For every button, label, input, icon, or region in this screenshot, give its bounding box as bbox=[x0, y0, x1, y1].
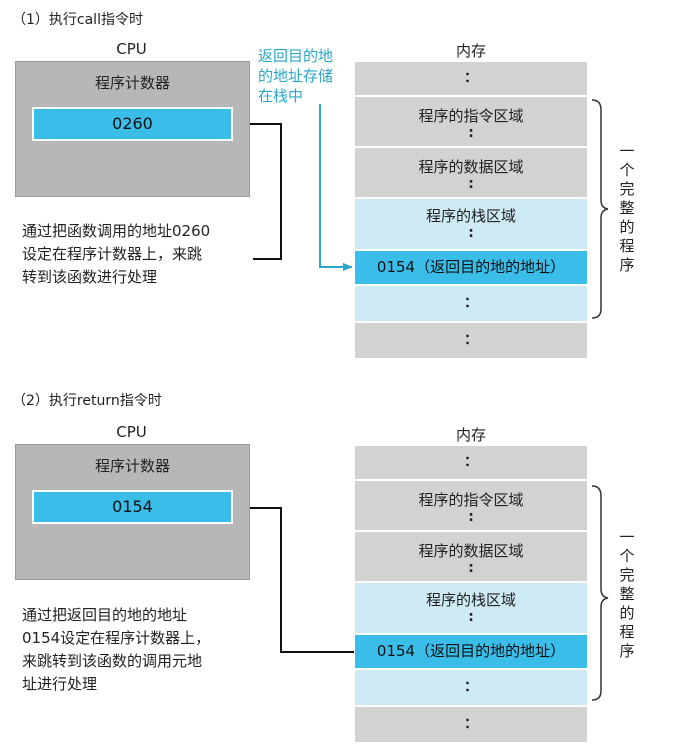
brace-1 bbox=[591, 99, 609, 319]
memory-2-data-label: 程序的数据区域 bbox=[418, 542, 524, 560]
description-2: 通过把返回目的地的地址 0154设定在程序计数器上， 来跳转到该函数的调用元地 … bbox=[22, 604, 262, 696]
program-counter-label-1: 程序计数器 bbox=[94, 74, 170, 92]
stack-note-line-2: 的地址存储 bbox=[258, 67, 334, 85]
memory-2-dots-stack-end: ： bbox=[355, 670, 587, 705]
description-1: 通过把函数调用的地址0260 设定在程序计数器上，来跳 转到该函数进行处理 bbox=[22, 220, 262, 289]
memory-1-return-address: 0154（返回目的地的地址） bbox=[355, 251, 587, 284]
memory-1-data-label: 程序的数据区域 bbox=[418, 158, 524, 176]
memory-1-dots-stack-end: ： bbox=[355, 286, 587, 321]
call-arrow bbox=[237, 120, 282, 260]
program-counter-register-1: 0260 bbox=[32, 107, 233, 141]
label-1-char: 一 bbox=[619, 142, 635, 160]
memory-2-dots-bottom: ： bbox=[355, 707, 587, 742]
cpu-title-1: CPU bbox=[116, 40, 147, 58]
memory-2-data-dots: : bbox=[468, 560, 474, 576]
memory-1-dots-bottom: ： bbox=[355, 323, 587, 358]
complete-program-label-2: 一 个 完 整 的 程 序 bbox=[618, 528, 636, 661]
memory-2-instruction-dots: : bbox=[468, 509, 474, 525]
label-2-char: 个 bbox=[619, 547, 635, 565]
memory-1-instruction-area: 程序的指令区域 : bbox=[355, 97, 587, 146]
memory-2-stack-area: 程序的栈区域 : bbox=[355, 583, 587, 633]
label-1-char: 整 bbox=[619, 199, 635, 217]
description-2-line-1: 通过把返回目的地的地址 bbox=[22, 606, 188, 624]
description-2-line-3: 来跳转到该函数的调用元地 bbox=[22, 652, 203, 670]
memory-1-data-dots: : bbox=[468, 176, 474, 192]
section-2-title: （2）执行return指令时 bbox=[12, 393, 162, 409]
memory-1-instruction-label: 程序的指令区域 bbox=[418, 107, 524, 125]
memory-1-stack-area: 程序的栈区域 : bbox=[355, 199, 587, 249]
memory-1-stack-label: 程序的栈区域 bbox=[425, 207, 516, 225]
brace-2 bbox=[591, 485, 609, 701]
cpu-box-1: 程序计数器 0260 bbox=[15, 61, 250, 197]
memory-2-stack-dots: : bbox=[468, 609, 474, 625]
label-2-char: 整 bbox=[619, 585, 635, 603]
memory-1-dots-top: ： bbox=[355, 62, 587, 95]
label-1-char: 程 bbox=[619, 237, 635, 255]
section-1-title: （1）执行call指令时 bbox=[12, 12, 143, 28]
label-2-char: 完 bbox=[619, 566, 635, 584]
memory-title-2: 内存 bbox=[455, 426, 486, 444]
stack-note: 返回目的地 的地址存储 在栈中 bbox=[258, 46, 348, 106]
description-1-line-3: 转到该函数进行处理 bbox=[22, 268, 158, 286]
memory-1-data-area: 程序的数据区域 : bbox=[355, 148, 587, 197]
program-counter-register-2: 0154 bbox=[32, 490, 233, 524]
memory-2-stack-label: 程序的栈区域 bbox=[425, 591, 516, 609]
label-2-char: 一 bbox=[619, 528, 635, 546]
store-arrow bbox=[319, 104, 353, 271]
memory-title-1: 内存 bbox=[455, 42, 486, 60]
memory-2-instruction-label: 程序的指令区域 bbox=[418, 491, 524, 509]
memory-2-instruction-area: 程序的指令区域 : bbox=[355, 481, 587, 530]
stack-note-line-1: 返回目的地 bbox=[258, 47, 334, 65]
label-2-char: 序 bbox=[619, 642, 635, 660]
description-1-line-2: 设定在程序计数器上，来跳 bbox=[22, 245, 203, 263]
label-2-char: 的 bbox=[619, 604, 635, 622]
cpu-title-2: CPU bbox=[116, 423, 147, 441]
label-1-char: 序 bbox=[619, 256, 635, 274]
memory-1-instruction-dots: : bbox=[468, 125, 474, 141]
stack-note-line-3: 在栈中 bbox=[258, 87, 304, 105]
description-2-line-4: 址进行处理 bbox=[22, 675, 98, 693]
return-arrow bbox=[237, 504, 354, 653]
description-1-line-1: 通过把函数调用的地址0260 bbox=[22, 222, 211, 240]
cpu-box-2: 程序计数器 0154 bbox=[15, 444, 250, 580]
label-1-char: 个 bbox=[619, 161, 635, 179]
memory-2-data-area: 程序的数据区域 : bbox=[355, 532, 587, 581]
description-2-line-2: 0154设定在程序计数器上， bbox=[22, 629, 211, 647]
memory-2-return-address: 0154（返回目的地的地址） bbox=[355, 635, 587, 668]
program-counter-label-2: 程序计数器 bbox=[94, 457, 170, 475]
complete-program-label-1: 一 个 完 整 的 程 序 bbox=[618, 142, 636, 275]
label-1-char: 完 bbox=[619, 180, 635, 198]
memory-2-dots-top: ： bbox=[355, 446, 587, 479]
memory-1-stack-dots: : bbox=[468, 225, 474, 241]
label-2-char: 程 bbox=[619, 623, 635, 641]
label-1-char: 的 bbox=[619, 218, 635, 236]
